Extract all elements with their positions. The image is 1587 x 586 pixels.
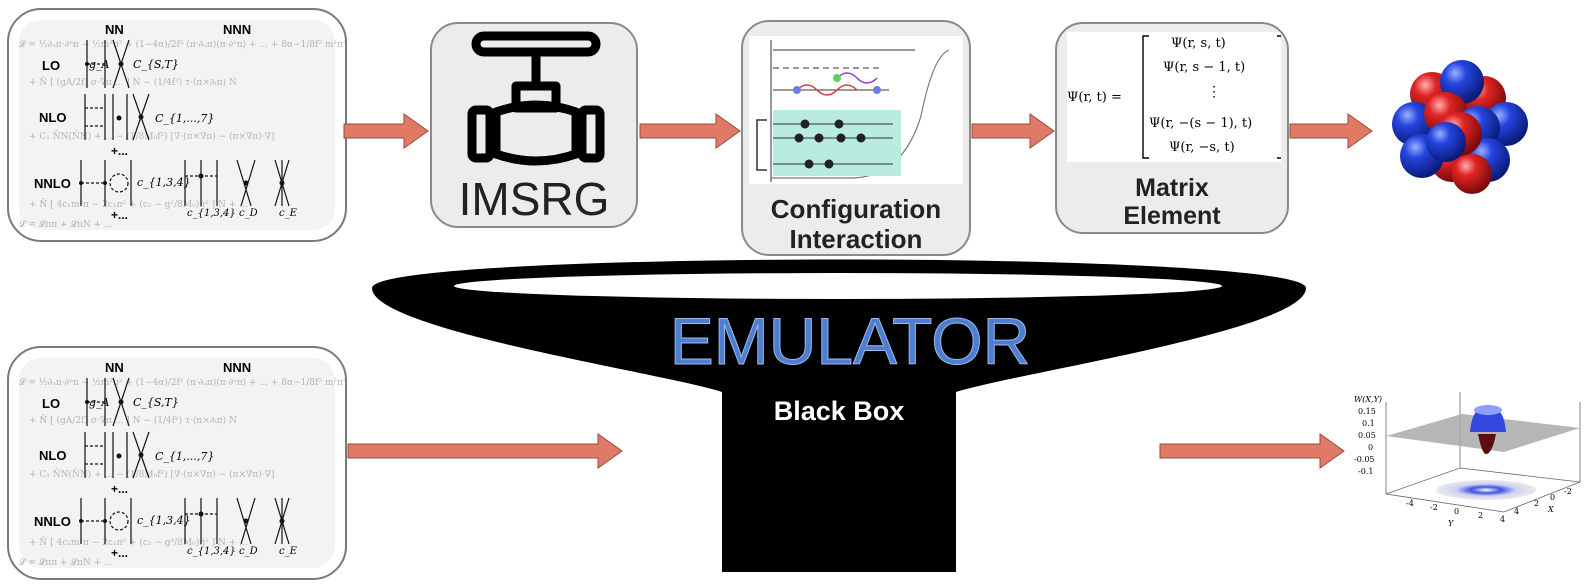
lec-label: C_{1,...,7} — [155, 112, 215, 125]
nn-label: NN — [105, 22, 124, 37]
valve-icon — [467, 31, 605, 166]
matrix-label-line1: Matrix — [1135, 174, 1209, 202]
nnn-label: NNN — [223, 22, 252, 37]
chiral-eft-panel-top: 𝓛 = ½∂ᵤπ·∂ᵘπ − ½m²π² + (1−4α)/2f² (π·∂ᵤπ… — [7, 8, 347, 242]
ci-label-line2: Interaction — [789, 224, 923, 254]
lec-label: C_{S,T} — [133, 396, 179, 409]
lec-label: C_{1,...,7} — [155, 450, 215, 463]
dots-label: +... — [111, 144, 129, 158]
matrix-row: Ψ(r, s, t) — [1171, 36, 1226, 51]
wigner-xlabel: X — [1547, 505, 1554, 514]
matrix-label-line2: Element — [1123, 202, 1221, 230]
order-lo: LO — [42, 396, 61, 411]
equation-line: + C₁ N̄N(N̄N) + ... − (1/8M₀f²) [∇·(π×∇π… — [29, 470, 275, 480]
wigner-ztick: 0.15 — [1358, 407, 1376, 416]
wigner-xtick: 4 — [1514, 507, 1519, 516]
imsrg-box: IMSRG — [430, 22, 638, 228]
black-box-label: Black Box — [773, 396, 905, 426]
wigner-ytick: -2 — [1430, 503, 1438, 512]
lec-label: c_{1,3,4} — [137, 514, 191, 527]
wigner-ztick: 0 — [1368, 443, 1373, 452]
shell-model-diagram — [749, 36, 963, 184]
matrix-lhs: Ψ(r, t) = — [1067, 90, 1122, 105]
wigner-ztick: 0.1 — [1362, 419, 1375, 428]
wigner-zlabel: W(X,Y) — [1354, 395, 1382, 404]
lec-label: c_D — [239, 546, 258, 557]
wigner-xtick: -2 — [1564, 487, 1572, 496]
order-lo: LO — [42, 58, 61, 73]
lec-label: C_{S,T} — [133, 58, 179, 71]
matrix-row: Ψ(r, −s, t) — [1169, 140, 1235, 155]
feynman-diagrams-top — [79, 39, 290, 207]
ci-label: Configuration Interaction — [743, 194, 969, 254]
dots-label: +... — [111, 208, 129, 222]
feynman-diagrams-bottom — [79, 377, 290, 545]
matrix-row: Ψ(r, s − 1, t) — [1163, 60, 1246, 75]
nn-label: NN — [105, 360, 124, 375]
lec-label: c_D — [239, 208, 258, 219]
nnn-label: NNN — [223, 360, 252, 375]
matrix-equation-area: Ψ(r, t) = Ψ(r, s, t) Ψ(r, s − 1, t) ⋮ Ψ(… — [1067, 32, 1281, 162]
ci-box: Configuration Interaction — [741, 20, 971, 256]
equation-line: 𝓛 = 𝓛ππ + 𝓛πN + ... — [19, 220, 113, 230]
wigner-ytick: 0 — [1454, 507, 1459, 516]
equation-line: + N̄ [ (gA/2f) σ·∇π ... ] N − (1/4f²) τ·… — [29, 78, 237, 88]
matrix-element-label: Matrix Element — [1057, 174, 1287, 230]
equation-line: 𝓛 = 𝓛ππ + 𝓛πN + ... — [19, 558, 113, 568]
lec-label: c_{1,3,4} — [187, 208, 236, 219]
wigner-surface-plot: W(X,Y) 0.15 0.1 0.05 0 -0.05 -0.1 -4 -2 … — [1354, 392, 1581, 528]
lec-label: g_A — [89, 396, 110, 409]
order-nlo: NLO — [39, 110, 67, 125]
lec-label: c_{1,3,4} — [187, 546, 236, 557]
equation-line: + N̄ [ (gA/2f) σ·∇π ... ] N − (1/4f²) τ·… — [29, 416, 237, 426]
nucleus-icon — [1392, 60, 1528, 194]
wigner-ytick: 2 — [1478, 511, 1483, 520]
equation-line: + C₁ N̄N(N̄N) + ... − (1/8M₀f²) [∇·(π×∇π… — [29, 132, 275, 142]
wigner-ylabel: Y — [1448, 519, 1454, 528]
matrix-element-box: Ψ(r, t) = Ψ(r, s, t) Ψ(r, s − 1, t) ⋮ Ψ(… — [1055, 22, 1289, 234]
wigner-xtick: 0 — [1550, 493, 1555, 502]
equation-line: + N̄ [ 4c₁m²π − 2c₁π² + (c₂ − g²/8M₀)π̇²… — [29, 538, 248, 548]
order-nlo: NLO — [39, 448, 67, 463]
equation-line: 𝓛 = ½∂ᵤπ·∂ᵘπ − ½m²π² + (1−4α)/2f² (π·∂ᵤπ… — [19, 378, 347, 388]
dots-label: +... — [111, 482, 129, 496]
wigner-ztick: -0.05 — [1354, 455, 1375, 464]
wigner-ztick: -0.1 — [1358, 467, 1373, 476]
wigner-ytick: 4 — [1500, 515, 1505, 524]
matrix-row: ⋮ — [1207, 84, 1221, 100]
wigner-ztick: 0.05 — [1358, 431, 1376, 440]
ci-label-line1: Configuration — [770, 194, 942, 224]
dots-label: +... — [111, 546, 129, 560]
lec-label: c_E — [279, 546, 297, 557]
wigner-xtick: 2 — [1534, 499, 1539, 508]
chiral-eft-panel-bottom: 𝓛 = ½∂ᵤπ·∂ᵘπ − ½m²π² + (1−4α)/2f² (π·∂ᵤπ… — [7, 346, 347, 580]
lec-label: g_A — [89, 58, 110, 71]
emulator-title: EMULATOR — [669, 304, 1031, 378]
wigner-ytick: -4 — [1406, 499, 1414, 508]
order-nnlo: NNLO — [34, 514, 71, 529]
chiral-eft-panel-inner: 𝓛 = ½∂ᵤπ·∂ᵘπ − ½m²π² + (1−4α)/2f² (π·∂ᵤπ… — [19, 20, 345, 230]
lec-label: c_E — [279, 208, 297, 219]
equation-line: + N̄ [ 4c₁m²π − 2c₁π² + (c₂ − g²/8M₀)π̇²… — [29, 200, 248, 210]
order-nnlo: NNLO — [34, 176, 71, 191]
imsrg-label: IMSRG — [458, 173, 610, 225]
matrix-row: Ψ(r, −(s − 1), t) — [1149, 116, 1253, 131]
equation-line: 𝓛 = ½∂ᵤπ·∂ᵘπ − ½m²π² + (1−4α)/2f² (π·∂ᵤπ… — [19, 40, 347, 50]
matrix-brackets — [1142, 35, 1281, 159]
lec-label: c_{1,3,4} — [137, 176, 191, 189]
